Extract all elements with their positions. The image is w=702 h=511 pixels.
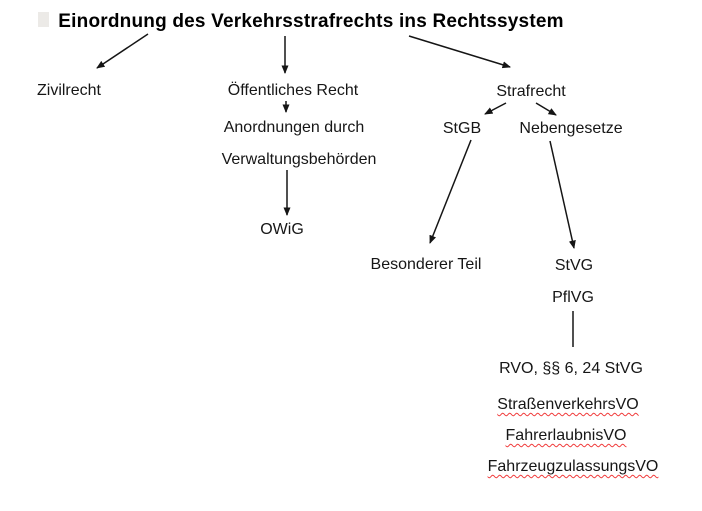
node-oeffentliches-recht: Öffentliches Recht <box>227 82 359 99</box>
arrow-strafrecht-to-nebengesetze <box>535 102 557 116</box>
arrow-stgb-to-besonderer-teil <box>429 139 472 244</box>
node-zivilrecht: Zivilrecht <box>36 82 102 99</box>
node-stvg: StVG <box>554 257 594 274</box>
diagram-title: Einordnung des Verkehrsstrafrechts ins R… <box>58 11 564 32</box>
node-verwaltungsbehoerden: Verwaltungsbehörden <box>221 151 377 168</box>
node-owig: OWiG <box>260 221 304 238</box>
node-anordnungen-durch: Anordnungen durch <box>223 119 365 136</box>
node-strassenverkehrsvo: StraßenverkehrsVO <box>497 396 639 413</box>
node-fahrzeugzulassungsvo: FahrzeugzulassungsVO <box>487 458 659 475</box>
arrow-title-to-strafrecht <box>408 35 511 69</box>
node-strafrecht: Strafrecht <box>496 83 566 100</box>
node-besonderer-teil: Besonderer Teil <box>370 256 482 273</box>
node-fahrerlaubnisvo: FahrerlaubnisVO <box>505 427 627 444</box>
node-stgb: StGB <box>442 120 482 137</box>
node-rvo-stvg: RVO, §§ 6, 24 StVG <box>499 360 643 377</box>
arrow-nebengesetze-to-stvg <box>549 140 576 249</box>
node-nebengesetze: Nebengesetze <box>519 120 623 137</box>
arrow-strafrecht-to-stgb <box>484 102 507 115</box>
faint-scan-artifact <box>38 12 49 27</box>
node-pflvg: PflVG <box>552 289 594 306</box>
arrow-title-to-zivilrecht <box>96 33 149 69</box>
